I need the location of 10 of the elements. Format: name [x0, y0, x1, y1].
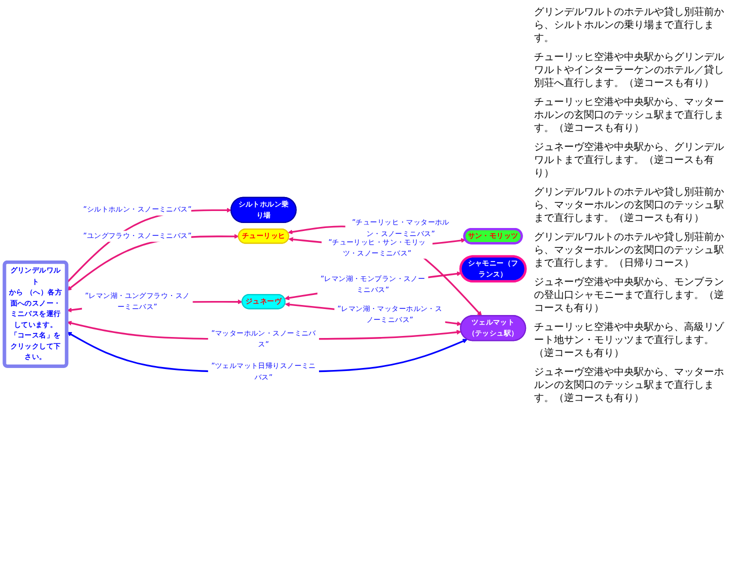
- route-description: グリンデルワルトのホテルや貸し別荘前から、マッターホルンの玄関口のテッシュ駅まで直行します。（逆コースも有り）: [534, 186, 725, 225]
- route-description: チューリッヒ空港や中央駅から、高級リゾート地サン・モリッツまで直行します。（逆コースも有り）: [534, 321, 726, 360]
- route-description: グリンデルワルトのホテルや貸し別荘前から、マッターホルンの玄関口のテッシュ駅まで直行します。（日帰りコース）: [534, 231, 725, 270]
- route-description: ジュネーヴ空港や中央駅から、マッターホルンの玄関口のテッシュ駅まで直行します。（逆コースも有り）: [534, 366, 725, 405]
- route-description: ジュネーヴ空港や中央駅から、モンブランの登山口シャモニーまで直行します。（逆コースも有り）: [534, 276, 725, 315]
- arrow: [66, 208, 232, 284]
- route-description: ジュネーヴ空港や中央駅から、グリンデルワルトまで直行します。（逆コースも有り）: [534, 141, 725, 180]
- route-description: グリンデルワルトのホテルや貸し別荘前から、シルトホルンの乗り場まで直行します。: [534, 6, 725, 45]
- route-description: チューリッヒ空港や中央駅からグリンデルワルトやインターラーケンのホテル／貸し別荘へ直行します。（逆コースも有り）: [534, 51, 725, 90]
- route-description: チューリッヒ空港や中央駅から、マッターホルンの玄関口のテッシュ駅まで直行します。（逆コースも有り）: [534, 96, 725, 135]
